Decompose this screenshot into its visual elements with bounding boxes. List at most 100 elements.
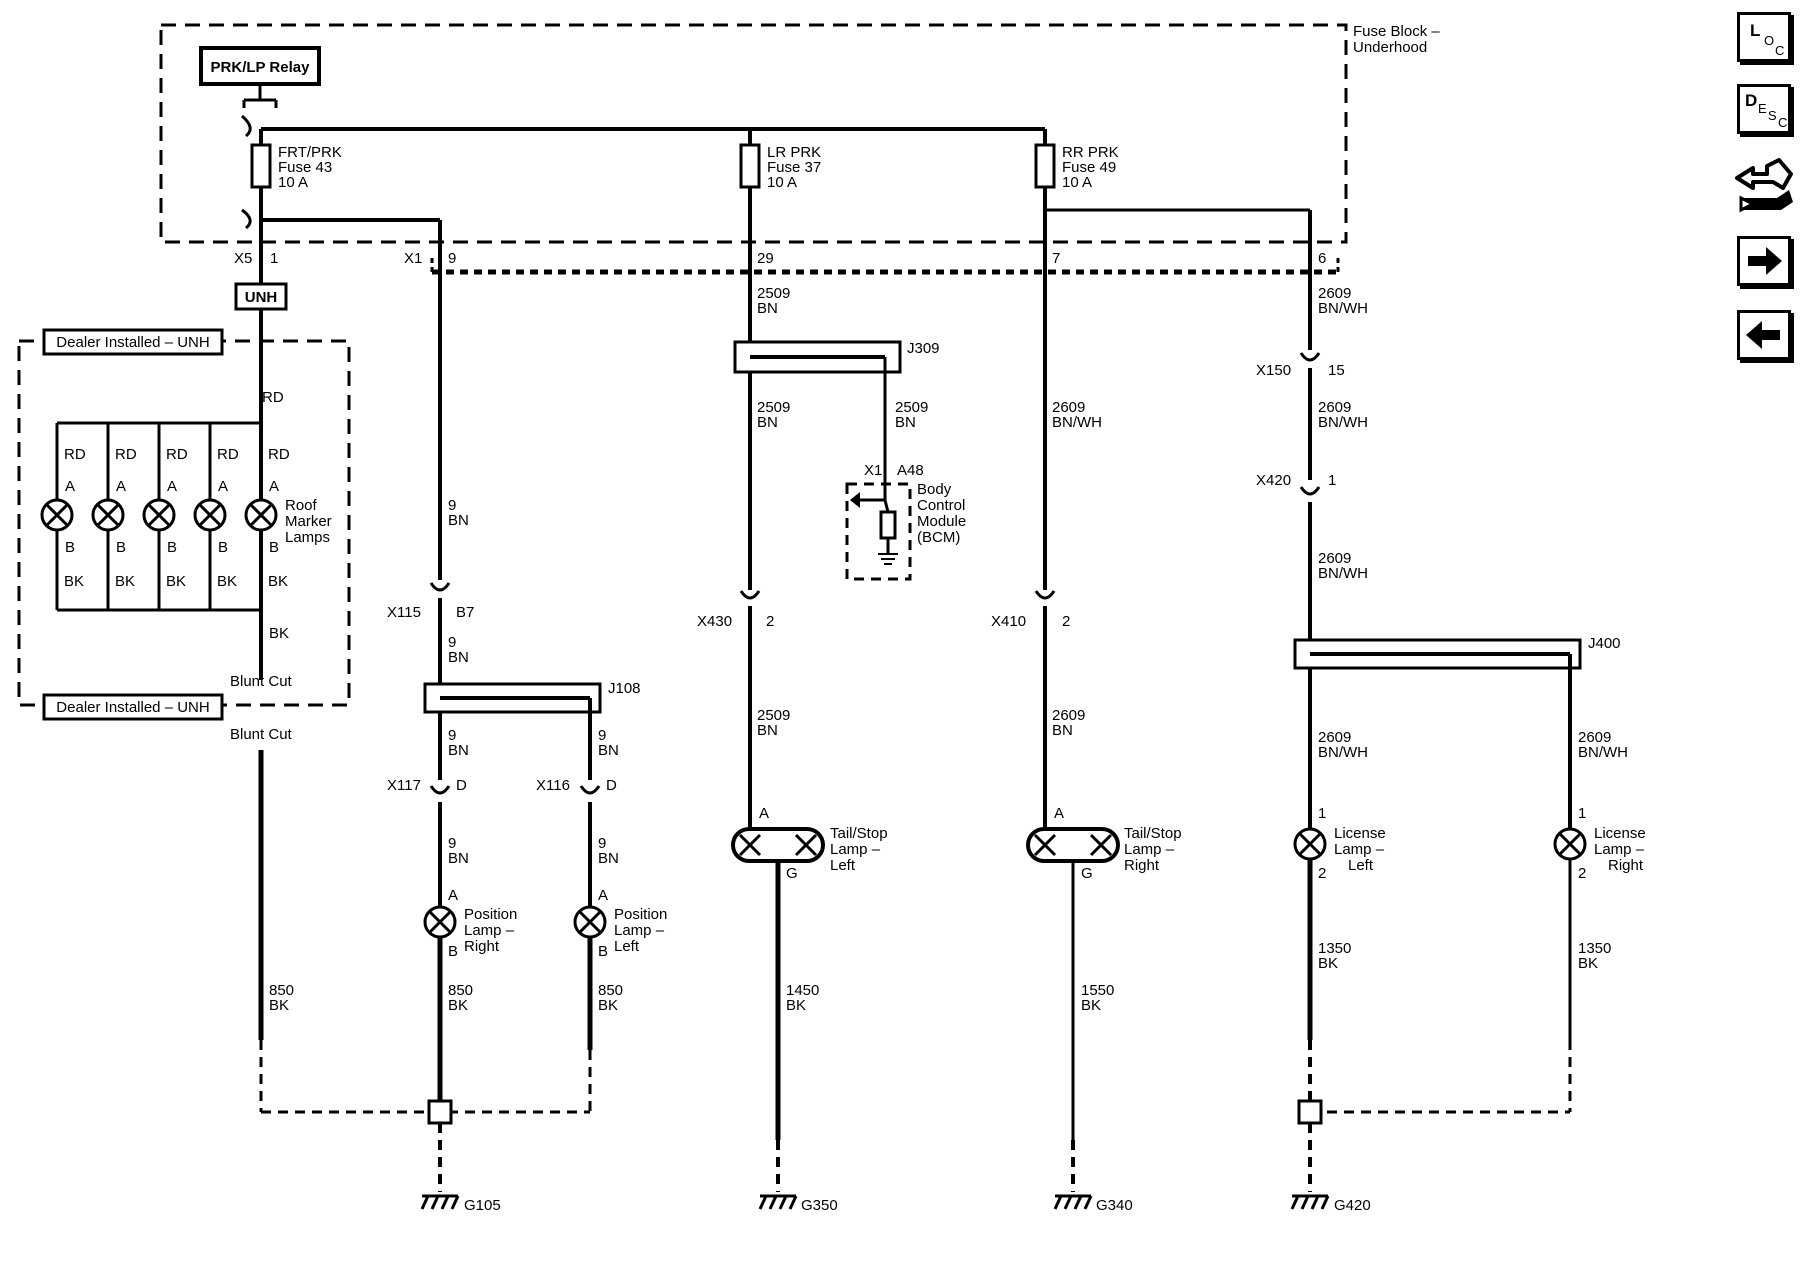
svg-text:Tail/Stop: Tail/Stop <box>1124 825 1182 842</box>
svg-text:Right: Right <box>1608 857 1644 874</box>
svg-text:1: 1 <box>270 250 278 267</box>
svg-text:BN/WH: BN/WH <box>1318 744 1368 761</box>
svg-text:License: License <box>1334 825 1386 842</box>
svg-text:2609: 2609 <box>1318 285 1351 302</box>
svg-text:A: A <box>598 887 608 904</box>
svg-text:7: 7 <box>1052 250 1060 267</box>
svg-text:BK: BK <box>1318 955 1338 972</box>
svg-text:A: A <box>1054 805 1064 822</box>
svg-text:B: B <box>116 539 126 556</box>
svg-text:15: 15 <box>1328 362 1345 379</box>
svg-text:Module: Module <box>917 513 966 530</box>
fuse-block-label-2: Underhood <box>1353 39 1427 56</box>
svg-text:9: 9 <box>598 727 606 744</box>
svg-text:BK: BK <box>64 573 84 590</box>
svg-text:FRT/PRK: FRT/PRK <box>278 144 342 161</box>
svg-text:1: 1 <box>1328 472 1336 489</box>
svg-text:J400: J400 <box>1588 635 1621 652</box>
svg-text:2509: 2509 <box>757 707 790 724</box>
svg-text:Blunt Cut: Blunt Cut <box>230 726 293 743</box>
svg-text:X150: X150 <box>1256 362 1291 379</box>
fuse-43 <box>250 143 272 189</box>
svg-text:G420: G420 <box>1334 1197 1371 1214</box>
svg-text:Marker: Marker <box>285 513 332 530</box>
license-lamp-left <box>1293 827 1327 861</box>
svg-text:BN: BN <box>757 414 778 431</box>
next-button[interactable] <box>1737 236 1791 286</box>
svg-text:Position: Position <box>614 906 667 923</box>
svg-text:X1: X1 <box>864 462 882 479</box>
svg-text:Fuse 37: Fuse 37 <box>767 159 821 176</box>
svg-text:BN: BN <box>448 512 469 529</box>
svg-text:License: License <box>1594 825 1646 842</box>
svg-text:9: 9 <box>448 835 456 852</box>
svg-text:(BCM): (BCM) <box>917 529 960 546</box>
svg-text:Right: Right <box>464 938 500 955</box>
svg-text:2609: 2609 <box>1318 550 1351 567</box>
svg-text:Lamps: Lamps <box>285 529 330 546</box>
fuse-49 <box>1034 143 1056 189</box>
svg-text:B: B <box>598 943 608 960</box>
loc-c: C <box>1775 43 1785 58</box>
tail-stop-lamp-left <box>731 827 825 863</box>
svg-text:2509: 2509 <box>757 285 790 302</box>
svg-text:BN/WH: BN/WH <box>1318 565 1368 582</box>
prev-button[interactable] <box>1737 310 1791 360</box>
ground-g350 <box>758 1194 798 1211</box>
svg-text:10 A: 10 A <box>1062 174 1092 191</box>
fuse-block-outline <box>159 23 1348 244</box>
svg-text:X1: X1 <box>404 250 422 267</box>
svg-text:1450: 1450 <box>786 982 819 999</box>
svg-text:Position: Position <box>464 906 517 923</box>
svg-text:Lamp –: Lamp – <box>1594 841 1645 858</box>
svg-text:G105: G105 <box>464 1197 501 1214</box>
svg-text:X115: X115 <box>387 604 421 621</box>
svg-text:9: 9 <box>448 634 456 651</box>
svg-text:BN: BN <box>1052 722 1073 739</box>
loc-button[interactable]: L O C <box>1737 12 1791 62</box>
svg-text:6: 6 <box>1318 250 1326 267</box>
svg-text:2: 2 <box>1578 865 1586 882</box>
position-lamp-right <box>423 905 457 939</box>
svg-text:A: A <box>65 478 75 495</box>
svg-text:BN: BN <box>757 722 778 739</box>
svg-text:BN: BN <box>448 649 469 666</box>
svg-text:2609: 2609 <box>1318 729 1351 746</box>
svg-text:2609: 2609 <box>1578 729 1611 746</box>
svg-text:9: 9 <box>448 250 456 267</box>
desc-button[interactable]: D E S C <box>1737 84 1791 134</box>
svg-text:Roof: Roof <box>285 497 318 514</box>
arrow-left-icon <box>1746 321 1780 349</box>
svg-text:1: 1 <box>1578 805 1586 822</box>
svg-text:RD: RD <box>262 389 284 406</box>
svg-text:BN: BN <box>757 300 778 317</box>
svg-text:29: 29 <box>757 250 774 267</box>
svg-text:2: 2 <box>1318 865 1326 882</box>
svg-text:Left: Left <box>830 857 856 874</box>
bcm-box <box>845 482 912 581</box>
svg-text:G: G <box>1081 865 1093 882</box>
svg-text:BK: BK <box>598 997 618 1014</box>
connector-tool-icon <box>1735 158 1793 213</box>
svg-text:X410: X410 <box>991 613 1026 630</box>
fuse-37 <box>739 143 761 189</box>
svg-text:BK: BK <box>115 573 135 590</box>
svg-text:BN/WH: BN/WH <box>1318 300 1368 317</box>
svg-text:Left: Left <box>614 938 640 955</box>
svg-text:D: D <box>456 777 467 794</box>
svg-text:Dealer Installed – UNH: Dealer Installed – UNH <box>56 334 209 351</box>
svg-text:BN: BN <box>895 414 916 431</box>
svg-text:A: A <box>167 478 177 495</box>
svg-text:Control: Control <box>917 497 965 514</box>
svg-text:A: A <box>116 478 126 495</box>
desc-s: S <box>1768 108 1777 123</box>
svg-text:A: A <box>269 478 279 495</box>
svg-text:1550: 1550 <box>1081 982 1114 999</box>
svg-text:850: 850 <box>269 982 294 999</box>
svg-text:1350: 1350 <box>1318 940 1351 957</box>
connector-tool-button[interactable] <box>1733 158 1797 218</box>
